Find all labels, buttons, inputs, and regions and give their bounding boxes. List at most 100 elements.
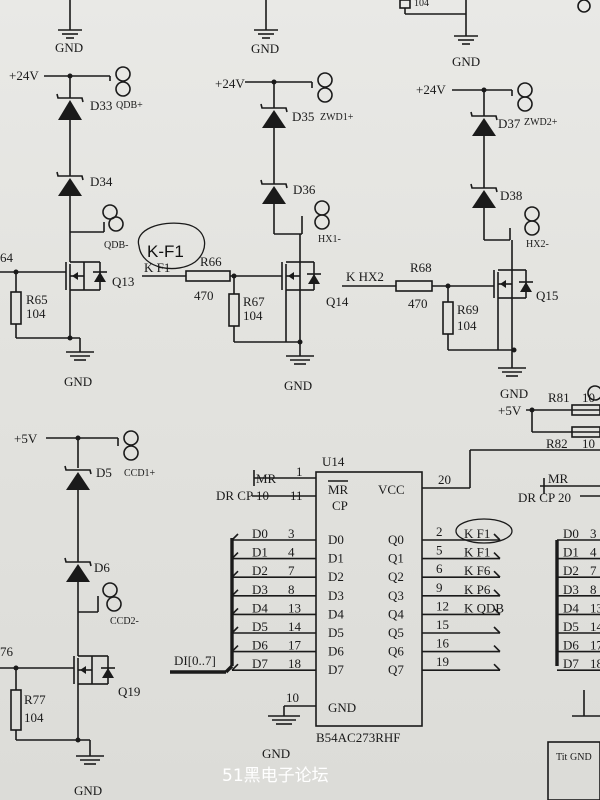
input-pin-number: 4 — [288, 545, 295, 560]
supply-5v-left: +5V — [14, 431, 38, 446]
top-fragments: GND GND 104 GND — [55, 0, 591, 69]
zener-d5-icon — [66, 472, 90, 490]
frag-mr-net: MR — [548, 471, 569, 486]
r69-label: R69 — [457, 302, 479, 317]
net-kf1-left-label: K F1 — [144, 260, 170, 275]
pin-vcc-number: 20 — [438, 472, 451, 487]
r68-label: R68 — [410, 260, 432, 275]
watermark-text: 51黑电子论坛 — [222, 766, 329, 786]
output-pin-number: 19 — [436, 654, 449, 669]
conn-hx1-label: HX1- — [318, 234, 341, 245]
supply-24v-1: +24V — [9, 68, 39, 83]
channel-ccd: +5V CCD1+ D5 D6 CCD2- Q19 — [0, 430, 156, 798]
q15-label: Q15 — [536, 288, 558, 303]
input-net-label: D2 — [252, 563, 268, 578]
r65-value: 104 — [26, 306, 46, 321]
conn-qdbp-label: QDB+ — [116, 100, 143, 111]
r76-label-fragment: 76 — [0, 644, 14, 659]
input-pin-name: D2 — [328, 569, 344, 584]
conn-ccd2m-label: CCD2- — [110, 616, 139, 627]
output-pin-name: Q5 — [388, 625, 404, 640]
gnd-label-top-3: GND — [452, 54, 480, 69]
frag-input-pin: 13 — [590, 600, 600, 615]
output-pin-number: 12 — [436, 598, 449, 613]
output-pin-name: Q0 — [388, 532, 404, 547]
r67-label: R67 — [243, 294, 265, 309]
input-pin-number: 3 — [288, 526, 295, 541]
r66-label: R66 — [200, 254, 222, 269]
input-pin-name: D4 — [328, 606, 344, 621]
output-pin-number: 15 — [436, 617, 449, 632]
supply-5v-right: +5V — [498, 403, 522, 418]
input-net-label: D5 — [252, 619, 268, 634]
input-pin-number: 18 — [288, 656, 301, 671]
conn-qdbm-label: QDB- — [104, 240, 128, 251]
gnd-label-u14: GND — [262, 746, 290, 761]
input-pin-name: D1 — [328, 551, 344, 566]
r65-label: R65 — [26, 292, 48, 307]
gnd-label-q14: GND — [284, 378, 312, 393]
kf1-handwritten-text: K-F1 — [147, 242, 184, 261]
channel-hx2: +24V ZWD2+ D37 D38 HX2- Q15 — [342, 82, 558, 401]
frag-input-net: D5 — [563, 619, 579, 634]
u14-refdes: U14 — [322, 454, 345, 469]
handwritten-annotation-kf1: K-F1 — [137, 222, 206, 270]
r81-value: 10 — [582, 390, 595, 405]
input-pin-number: 7 — [288, 563, 295, 578]
r77-value: 104 — [24, 710, 44, 725]
q19-label: Q19 — [118, 684, 140, 699]
frag-title: Tit — [556, 752, 568, 763]
input-pin-number: 14 — [288, 619, 302, 634]
d35-label: D35 — [292, 109, 314, 124]
u14-chip: U14 B54AC273RHF MR 1 MR DR CP 10 11 CP V… — [170, 449, 600, 761]
input-net-label: D4 — [252, 600, 268, 615]
output-pin-name: Q2 — [388, 569, 404, 584]
frag-input-pin: 14 — [590, 619, 600, 634]
conn-zwd2p-label: ZWD2+ — [524, 117, 558, 128]
gnd-label-q15: GND — [500, 386, 528, 401]
r77-label: R77 — [24, 692, 46, 707]
output-pin-number: 5 — [436, 543, 443, 558]
conn-hx2-label: HX2- — [526, 239, 549, 250]
channel-qdb: +24V QDB+ D33 D34 QDB- Q13 — [0, 66, 143, 389]
output-pin-name: Q4 — [388, 606, 404, 621]
zener-d34-icon — [58, 178, 82, 196]
output-net-label: K QDB — [464, 600, 504, 615]
input-pin-name: D6 — [328, 644, 344, 659]
frag-input-net: D3 — [563, 582, 579, 597]
r66-value: 470 — [194, 288, 214, 303]
output-pin-name: Q3 — [388, 588, 404, 603]
watermark: 51黑电子论坛 — [222, 766, 329, 786]
r81-r82-fragment: +5V R81 10 R82 10 — [498, 385, 600, 451]
input-pin-name: D3 — [328, 588, 344, 603]
q13-label: Q13 — [112, 274, 134, 289]
output-net-label: K F1 — [464, 545, 490, 560]
d5-label: D5 — [96, 465, 112, 480]
frag-input-net: D1 — [563, 545, 579, 560]
output-pin-number: 6 — [436, 561, 443, 576]
zener-d36-icon — [262, 186, 286, 204]
conn-zwd1p-label: ZWD1+ — [320, 112, 354, 123]
pin-mr-number: 1 — [296, 464, 303, 479]
frag-input-pin: 3 — [590, 526, 597, 541]
output-pin-number: 9 — [436, 580, 443, 595]
r67-value: 104 — [243, 308, 263, 323]
frag-input-pin: 4 — [590, 545, 597, 560]
r82-label: R82 — [546, 436, 568, 451]
pin-mr-name: MR — [328, 482, 349, 497]
r69-value: 104 — [457, 318, 477, 333]
supply-24v-2: +24V — [215, 76, 245, 91]
d37-label: D37 — [498, 116, 521, 131]
input-pin-number: 8 — [288, 582, 295, 597]
frag-cp-net: DR CP 20 — [518, 490, 571, 505]
output-net-label: K F6 — [464, 563, 491, 578]
frag-input-pin: 7 — [590, 563, 597, 578]
pin-cp-net: DR CP 10 — [216, 488, 269, 503]
zener-d38-icon — [472, 190, 496, 208]
input-net-label: D1 — [252, 545, 268, 560]
gnd-label-top-1: GND — [55, 40, 83, 55]
